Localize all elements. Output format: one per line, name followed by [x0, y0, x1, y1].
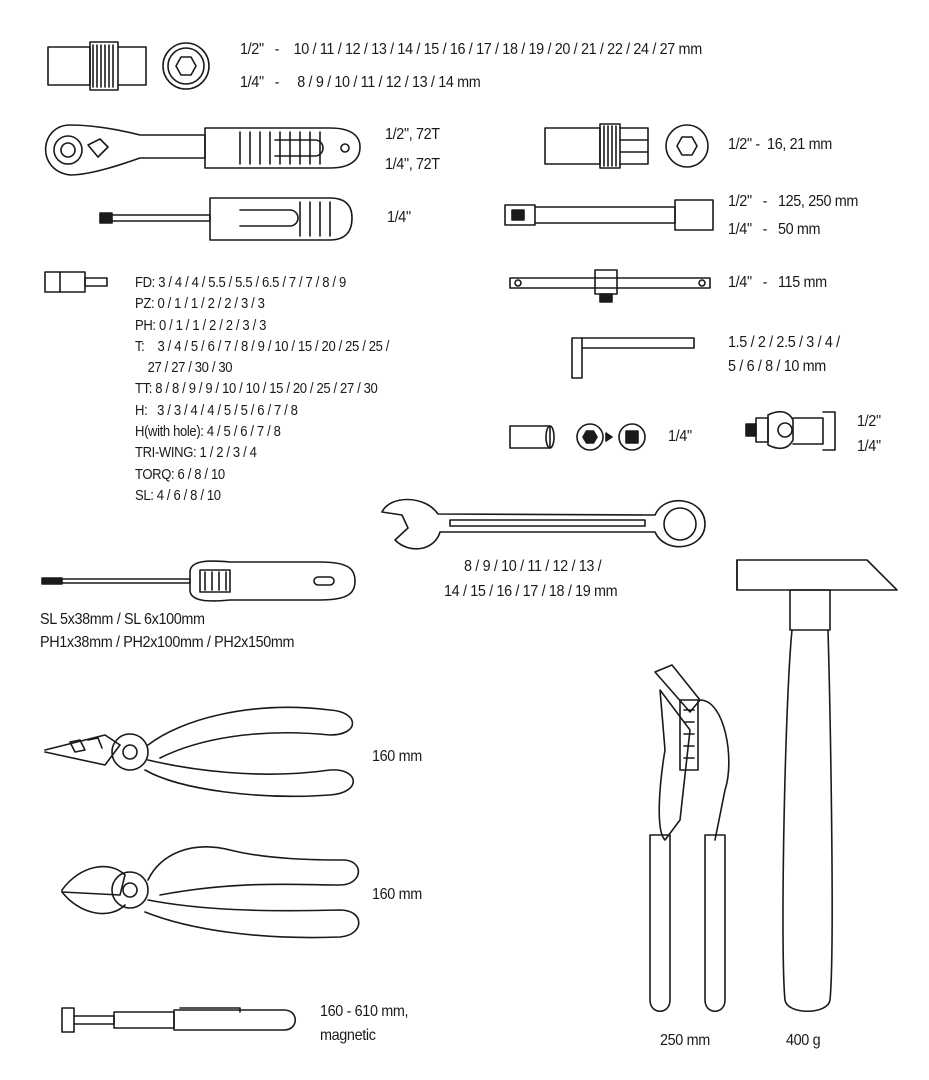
water-pump-pliers-icon [649, 664, 730, 1013]
bit-icon [44, 271, 108, 293]
t-bar-label: 1/4" - 115 mm [728, 274, 827, 291]
screwdrivers-label-2: PH1x38mm / PH2x100mm / PH2x150mm [40, 634, 295, 651]
pickup-tool-label-2: magnetic [320, 1027, 376, 1044]
bit-sizes-fd: FD: 3 / 4 / 4 / 5.5 / 5.5 / 6.5 / 7 / 7 … [135, 275, 346, 291]
extension-label-1: 1/2" - 125, 250 mm [728, 193, 859, 210]
adapter-icon [509, 423, 646, 451]
hex-key-icon [571, 337, 695, 379]
extension-bar-icon [504, 199, 714, 231]
diagonal-cutters-icon [61, 846, 360, 939]
combination-wrench-icon [381, 498, 706, 550]
hex-keys-label-1: 1.5 / 2 / 2.5 / 3 / 4 / [728, 334, 840, 351]
t-bar-icon [509, 269, 711, 303]
screwdriver-icon [41, 560, 356, 602]
ratchet-label-1: 1/2", 72T [385, 126, 440, 143]
bit-sizes-t-cont: 27 / 27 / 30 / 30 [147, 360, 233, 377]
ratchet-icon [44, 124, 361, 176]
wrench-label-2: 14 / 15 / 16 / 17 / 18 / 19 mm [444, 583, 618, 600]
pickup-tool-label-1: 160 - 610 mm, [320, 1003, 409, 1020]
bit-sizes-h: H: 3 / 3 / 4 / 4 / 5 / 5 / 6 / 7 / 8 [135, 402, 298, 419]
socket-sizes-half-inch: 1/2" - 10 / 11 / 12 / 13 / 14 / 15 / 16 … [240, 41, 702, 58]
diagonal-cutters-label: 160 mm [372, 886, 422, 903]
bit-sizes-tri-wing: TRI-WING: 1 / 2 / 3 / 4 [135, 445, 257, 462]
hammer-icon [736, 559, 898, 1012]
wrench-label-1: 8 / 9 / 10 / 11 / 12 / 13 / [464, 558, 602, 575]
combination-pliers-label: 160 mm [372, 748, 422, 765]
bit-sizes-h-hole: H(with hole): 4 / 5 / 6 / 7 / 8 [135, 424, 281, 441]
bit-driver-icon [99, 197, 353, 241]
bit-sizes-pz: PZ: 0 / 1 / 1 / 2 / 2 / 3 / 3 [135, 296, 265, 313]
water-pump-pliers-label: 250 mm [660, 1032, 710, 1049]
deep-socket-icon [544, 123, 709, 169]
hammer-label: 400 g [786, 1032, 821, 1049]
socket-sizes-quarter-inch: 1/4" - 8 / 9 / 10 / 11 / 12 / 13 / 14 mm [240, 74, 481, 91]
ratchet-label-2: 1/4", 72T [385, 156, 440, 173]
bit-driver-label: 1/4" [387, 209, 411, 226]
socket-icon [47, 41, 210, 91]
combination-pliers-icon [44, 706, 355, 798]
adapter-label: 1/4" [668, 428, 692, 445]
bit-sizes-tt: TT: 8 / 8 / 9 / 9 / 10 / 10 / 15 / 20 / … [135, 381, 378, 398]
bit-sizes-torq: TORQ: 6 / 8 / 10 [135, 466, 225, 483]
universal-joint-icon [745, 410, 836, 451]
magnetic-pickup-tool-icon [61, 1007, 297, 1033]
universal-joint-label-2: 1/4" [857, 438, 881, 455]
bit-sizes-t: T: 3 / 4 / 5 / 6 / 7 / 8 / 9 / 10 / 15 /… [135, 338, 390, 355]
universal-joint-label-1: 1/2" [857, 413, 881, 430]
extension-label-2: 1/4" - 50 mm [728, 221, 821, 238]
bit-sizes-list: FD: 3 / 4 / 4 / 5.5 / 5.5 / 6.5 / 7 / 7 … [135, 275, 389, 509]
deep-socket-label: 1/2" - 16, 21 mm [728, 136, 832, 153]
screwdrivers-label-1: SL 5x38mm / SL 6x100mm [40, 611, 205, 628]
hex-keys-label-2: 5 / 6 / 8 / 10 mm [728, 358, 826, 375]
bit-sizes-ph: PH: 0 / 1 / 1 / 2 / 2 / 3 / 3 [135, 317, 267, 334]
bit-sizes-sl: SL: 4 / 6 / 8 / 10 [135, 487, 221, 504]
